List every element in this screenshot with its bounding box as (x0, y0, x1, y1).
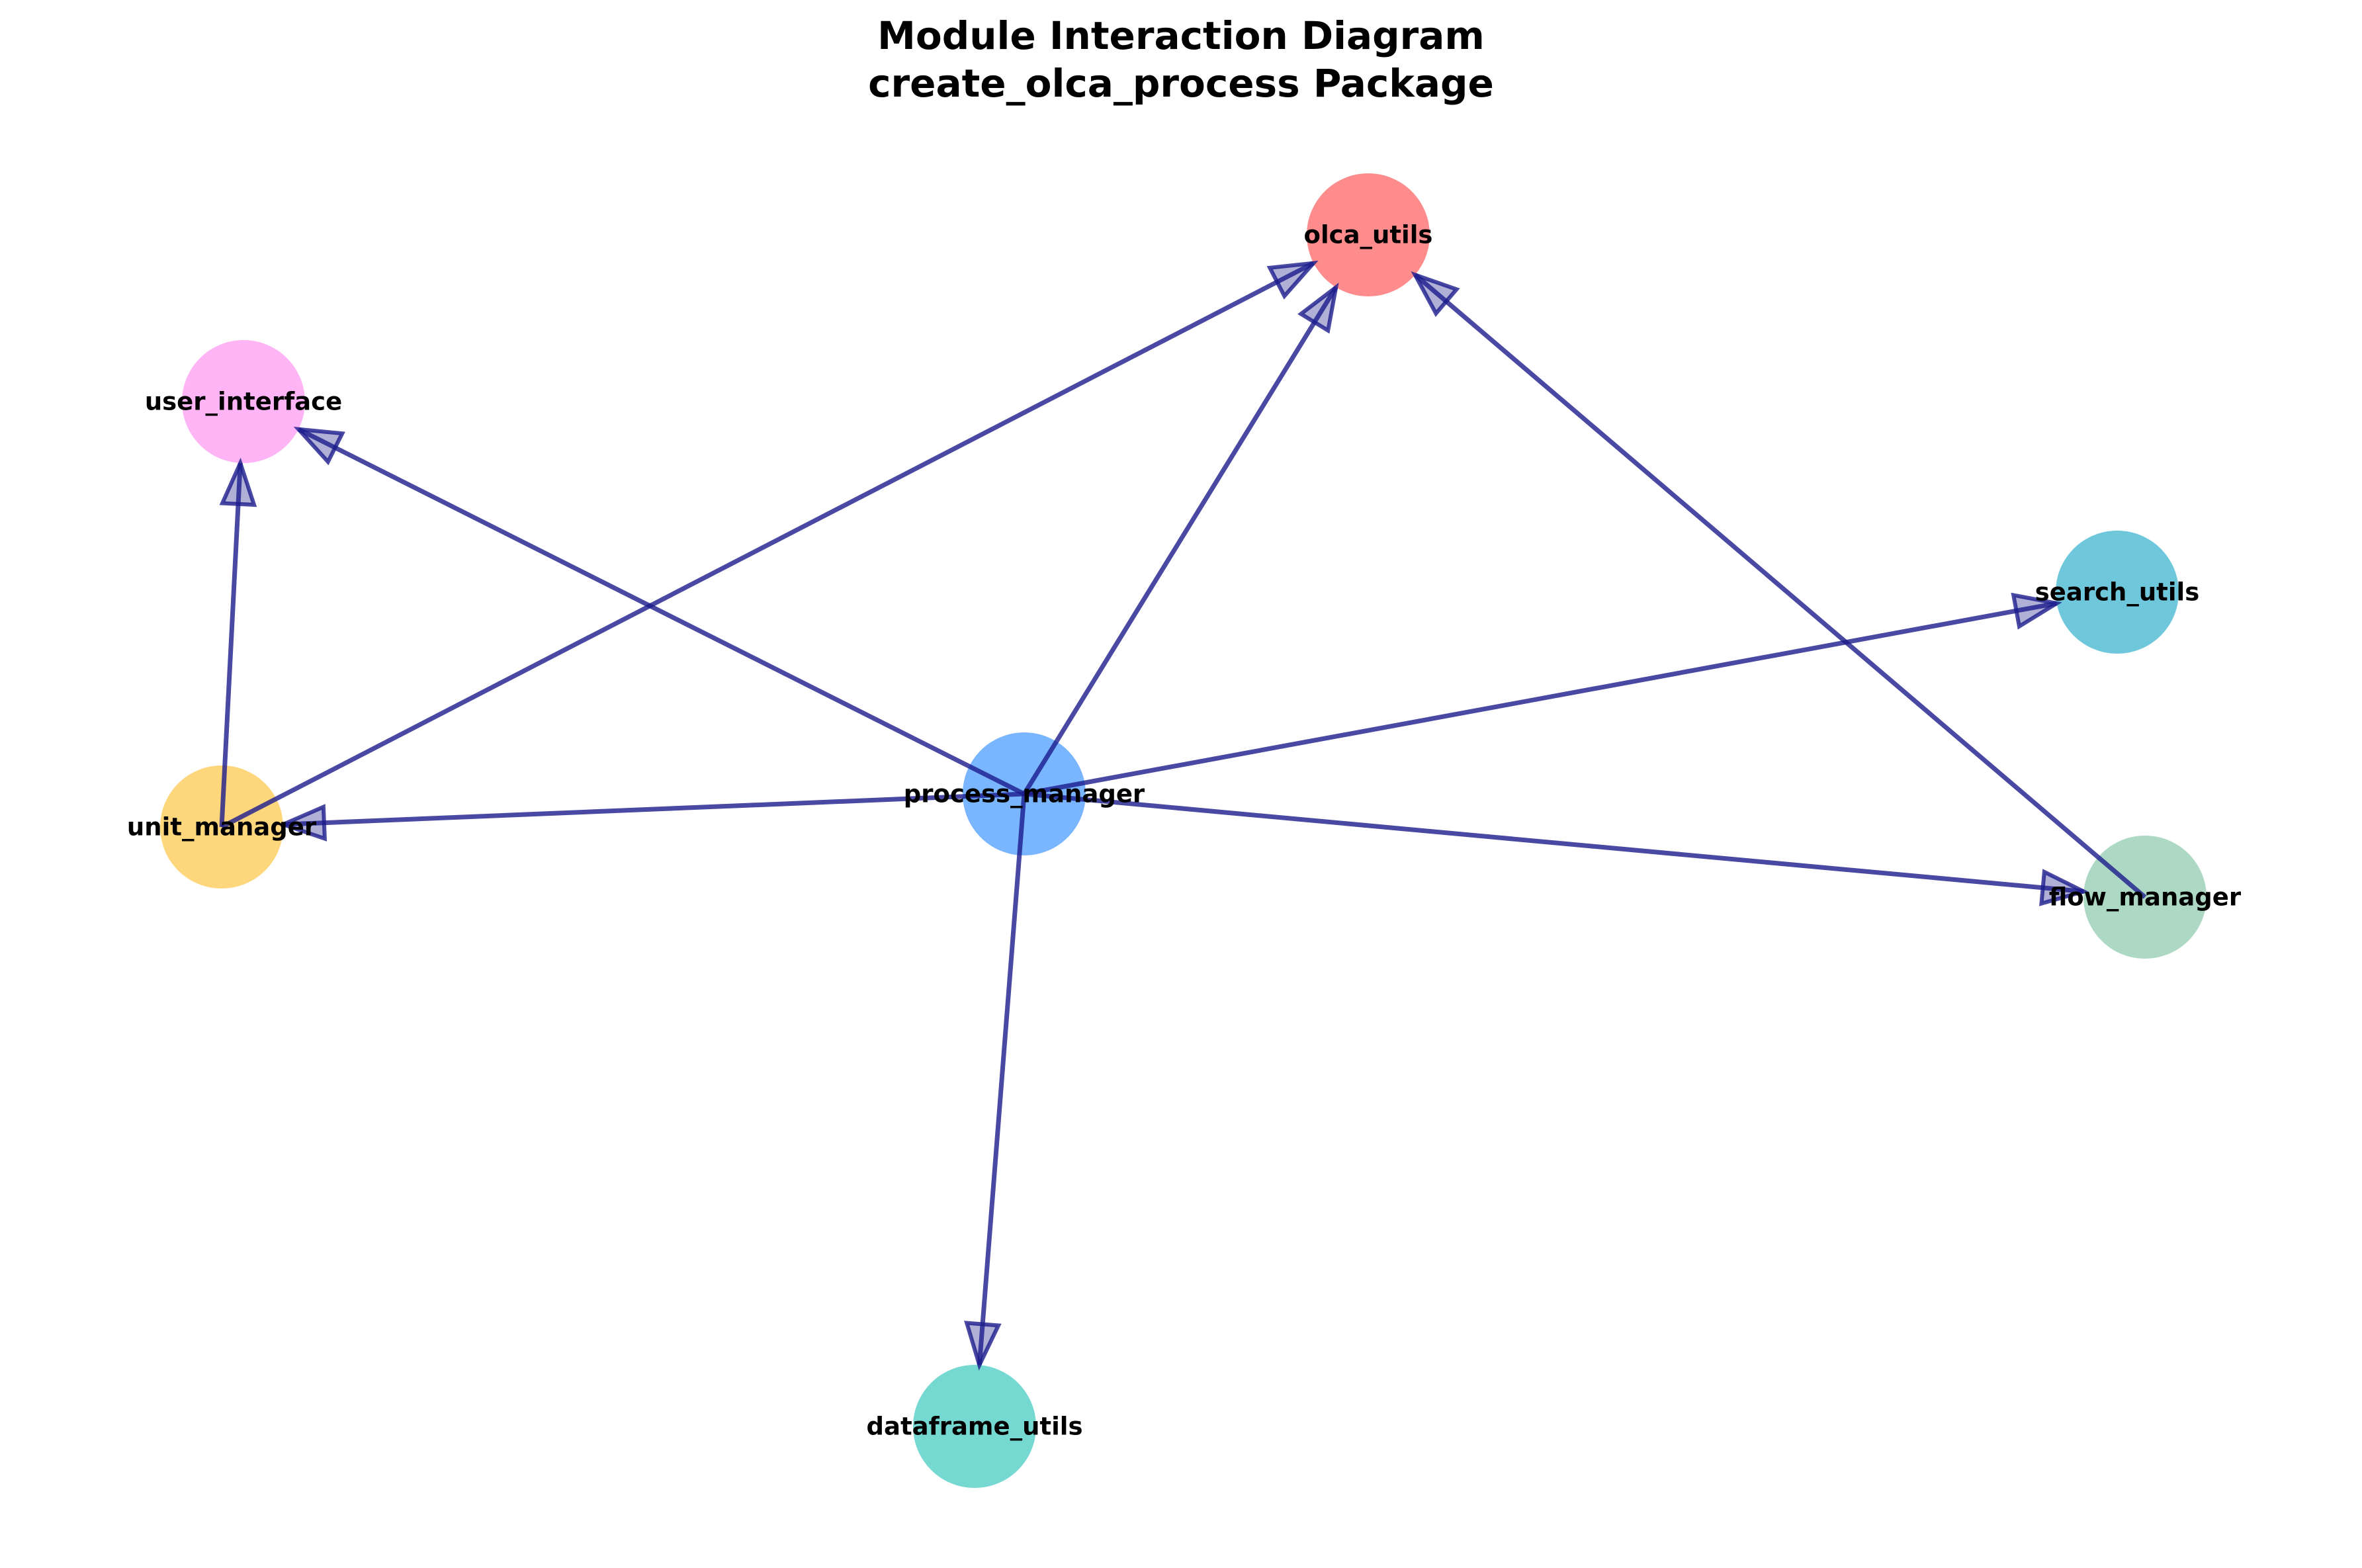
edge-process-manager-to-search-utils (1024, 592, 2062, 797)
node-user-interface (182, 340, 305, 463)
edge-line (977, 793, 1027, 1366)
edge-process-manager-to-dataframe-utils (964, 793, 1027, 1371)
edge-process-manager-to-unit-manager (277, 791, 1025, 842)
edge-unit-manager-to-user-interface (219, 457, 257, 828)
arrowhead (2011, 592, 2062, 630)
edges-layer (219, 260, 2147, 1371)
edge-line (220, 261, 1315, 830)
edge-process-manager-to-olca-utils (1022, 283, 1339, 795)
node-label-process-manager: process_manager (904, 780, 1145, 808)
arrowhead (1266, 260, 1319, 300)
arrowhead (1297, 283, 1339, 334)
edge-line (283, 791, 1025, 827)
node-label-search-utils: search_utils (2035, 578, 2200, 607)
title-line-1: Module Interaction Diagram (877, 13, 1485, 58)
edge-line (219, 462, 243, 828)
arrowhead (964, 1321, 1002, 1371)
edge-line (1022, 286, 1338, 795)
arrowhead (2039, 869, 2089, 906)
edge-unit-manager-to-olca-utils (220, 260, 1319, 830)
node-search-utils (2056, 531, 2179, 654)
arrowhead (219, 457, 257, 507)
edge-process-manager-to-user-interface (293, 427, 1026, 797)
title-line-2: create_olca_process Package (868, 61, 1494, 106)
edge-process-manager-to-flow-manager (1024, 791, 2089, 906)
diagram-title: Module Interaction Diagram create_olca_p… (0, 12, 2362, 107)
node-label-dataframe-utils: dataframe_utils (867, 1413, 1083, 1441)
arrowhead (277, 804, 328, 842)
node-label-user-interface: user_interface (145, 388, 342, 416)
edge-line (1413, 273, 2147, 899)
node-label-flow-manager: flow_manager (2049, 883, 2242, 912)
arrowhead (293, 427, 345, 466)
arrowhead (1411, 271, 1460, 318)
edge-flow-manager-to-olca-utils (1411, 271, 2147, 899)
edge-line (1024, 601, 2058, 797)
edge-line (1024, 791, 2084, 894)
nodes-layer (160, 173, 2207, 1488)
node-dataframe-utils (913, 1365, 1036, 1488)
edge-line (297, 427, 1026, 797)
labels-layer: olca_utils user_interface search_utilsproc… (127, 221, 2242, 1441)
node-label-olca-utils: olca_utils (1304, 221, 1433, 249)
node-olca-utils (1307, 173, 1430, 296)
node-label-unit-manager: unit_manager (127, 813, 317, 842)
